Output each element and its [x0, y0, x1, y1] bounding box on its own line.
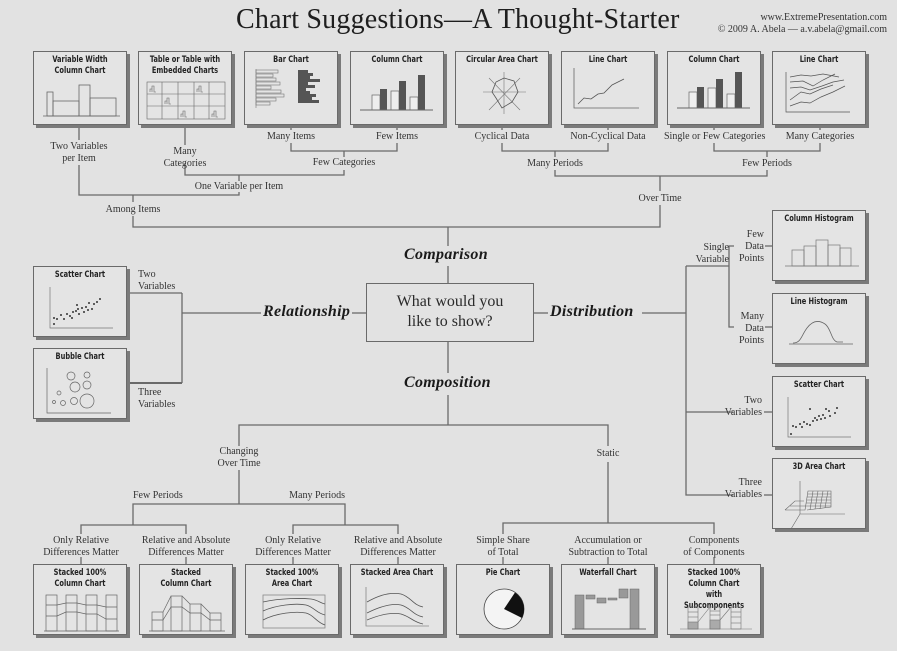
label-non-cyclical-data: Non-Cyclical Data: [570, 131, 646, 142]
bar-chart-icon: [255, 69, 320, 108]
chart-card-bar-chart[interactable]: Bar Chart: [244, 51, 338, 125]
website-link[interactable]: www.ExtremePresentation.com: [760, 12, 887, 23]
stacked-subcomponents-icon: [680, 606, 752, 630]
line-histogram-icon: [789, 320, 853, 345]
label-few-periods: Few Periods: [742, 158, 792, 169]
table-embedded-icon: [146, 81, 226, 120]
label-over-time: Over Time: [638, 193, 682, 204]
credits: www.ExtremePresentation.com © 2009 A. Ab…: [718, 12, 887, 36]
page-title: Chart Suggestions—A Thought-Starter: [236, 4, 680, 35]
chart-card-pie-chart[interactable]: Pie Chart: [456, 564, 550, 635]
category-relationship[interactable]: Relationship: [261, 303, 353, 321]
chart-card-column-chart[interactable]: Column Chart: [350, 51, 444, 125]
scatter-chart-icon: [49, 287, 113, 329]
chart-card-waterfall[interactable]: Waterfall Chart: [561, 564, 655, 635]
label-comp-few-periods: Few Periods: [133, 490, 183, 501]
label-cyclical-data: Cyclical Data: [474, 131, 530, 142]
chart-card-scatter-relationship[interactable]: Scatter Chart: [33, 266, 127, 337]
waterfall-chart-icon: [572, 588, 646, 630]
chart-card-stacked-100-area[interactable]: Stacked 100%Area Chart: [245, 564, 339, 635]
center-question-box: What would you like to show?: [366, 283, 534, 342]
stacked-column-icon: [149, 595, 225, 632]
chart-card-bubble-chart[interactable]: Bubble Chart: [33, 348, 127, 419]
stacked-100-column-icon: [44, 594, 119, 632]
label-single-few-categories: Single or Few Categories: [664, 131, 766, 142]
chart-card-stacked-100-column[interactable]: Stacked 100%Column Chart: [33, 564, 127, 635]
label-static: Static: [596, 448, 620, 459]
label-comp-many-periods: Many Periods: [289, 490, 345, 501]
pie-chart-icon: [483, 588, 525, 630]
chart-card-stacked-area[interactable]: Stacked Area Chart: [350, 564, 444, 635]
stacked-area-icon: [365, 587, 429, 627]
copyright-text: © 2009 A. Abela — a.v.abela@gmail.com: [717, 24, 887, 35]
chart-card-line-histogram[interactable]: Line Histogram: [772, 293, 866, 364]
label-few-items: Few Items: [376, 131, 418, 142]
scatter-chart-icon: [787, 397, 851, 438]
chart-card-3d-area[interactable]: 3D Area Chart: [772, 458, 866, 530]
stacked-100-area-icon: [262, 594, 326, 629]
multi-line-chart-icon: [785, 72, 850, 113]
label-one-variable-per-item: One Variable per Item: [194, 181, 284, 192]
line-chart-icon: [573, 68, 639, 109]
circular-area-icon: [483, 72, 526, 114]
label-many-items: Many Items: [266, 131, 316, 142]
column-chart-icon: [360, 75, 433, 111]
3d-area-chart-icon: [784, 481, 845, 530]
chart-card-column-chart-over-time[interactable]: Column Chart: [667, 51, 761, 125]
column-histogram-icon: [785, 239, 859, 267]
chart-card-scatter-distribution[interactable]: Scatter Chart: [772, 376, 866, 447]
category-distribution[interactable]: Distribution: [548, 303, 636, 321]
label-few-categories: Few Categories: [312, 157, 376, 168]
bubble-chart-icon: [46, 368, 111, 414]
category-comparison[interactable]: Comparison: [402, 246, 490, 264]
category-composition[interactable]: Composition: [402, 374, 493, 392]
chart-card-line-chart[interactable]: Line Chart: [561, 51, 655, 125]
chart-card-column-histogram[interactable]: Column Histogram: [772, 210, 866, 281]
chart-card-line-chart-multi[interactable]: Line Chart: [772, 51, 866, 125]
label-many-periods: Many Periods: [527, 158, 583, 169]
label-many-categories-time: Many Categories: [785, 131, 855, 142]
variable-width-column-icon: [43, 84, 120, 117]
label-among-items: Among Items: [105, 204, 161, 215]
chart-card-circular-area[interactable]: Circular Area Chart: [455, 51, 549, 125]
column-chart-icon: [677, 72, 750, 109]
